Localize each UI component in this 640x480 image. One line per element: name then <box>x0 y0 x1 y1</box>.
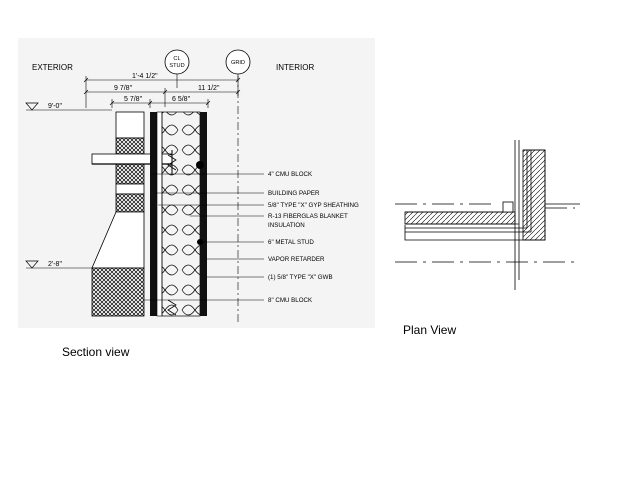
plan-view-caption: Plan View <box>403 323 457 337</box>
callout-building-paper: BUILDING PAPER <box>268 190 320 197</box>
dimension-lines <box>83 76 241 108</box>
callout-cmu-4: 4" CMU BLOCK <box>268 171 313 178</box>
dim-stud: 6 5/8" <box>172 96 191 103</box>
svg-text:GRID: GRID <box>231 60 245 66</box>
callout-metal-stud: 6" METAL STUD <box>268 239 314 246</box>
interior-label: INTERIOR <box>276 63 314 72</box>
svg-text:STUD: STUD <box>169 63 184 69</box>
elevation-marker-lower: 2'-8" <box>25 260 92 269</box>
svg-text:9'-0": 9'-0" <box>48 103 62 110</box>
callout-gyp-sheathing: 5/8" TYPE "X" GYP SHEATHING <box>268 202 359 209</box>
callout-leaders <box>144 173 264 301</box>
dim-left-span: 9 7/8" <box>114 85 133 92</box>
dim-right-span: 11 1/2" <box>198 85 220 92</box>
svg-text:2'-8": 2'-8" <box>48 261 62 268</box>
section-view-caption: Section view <box>62 345 130 359</box>
section-view-drawing: EXTERIOR INTERIOR CL STUD GRID 1'-4 1/2"… <box>0 0 380 330</box>
cl-stud-tag: CL STUD <box>164 49 190 88</box>
callout-vapor-retarder: VAPOR RETARDER <box>268 256 325 263</box>
callout-gwb: (1) 5/8" TYPE "X" GWB <box>268 274 333 281</box>
callout-fiberglas-blanket: R-13 FIBERGLAS BLANKET <box>268 213 348 220</box>
grid-tag: GRID <box>225 49 251 325</box>
dim-overall: 1'-4 1/2" <box>132 73 158 80</box>
exterior-label: EXTERIOR <box>32 63 73 72</box>
dim-brick: 5 7/8" <box>124 96 143 103</box>
wall-layers <box>150 111 207 317</box>
elevation-marker-upper: 9'-0" <box>25 102 112 111</box>
callout-insulation: INSULATION <box>268 222 305 229</box>
svg-text:CL: CL <box>173 56 180 62</box>
plan-view-drawing <box>395 140 585 290</box>
callout-cmu-8: 8" CMU BLOCK <box>268 297 313 304</box>
exterior-masonry <box>91 111 173 317</box>
